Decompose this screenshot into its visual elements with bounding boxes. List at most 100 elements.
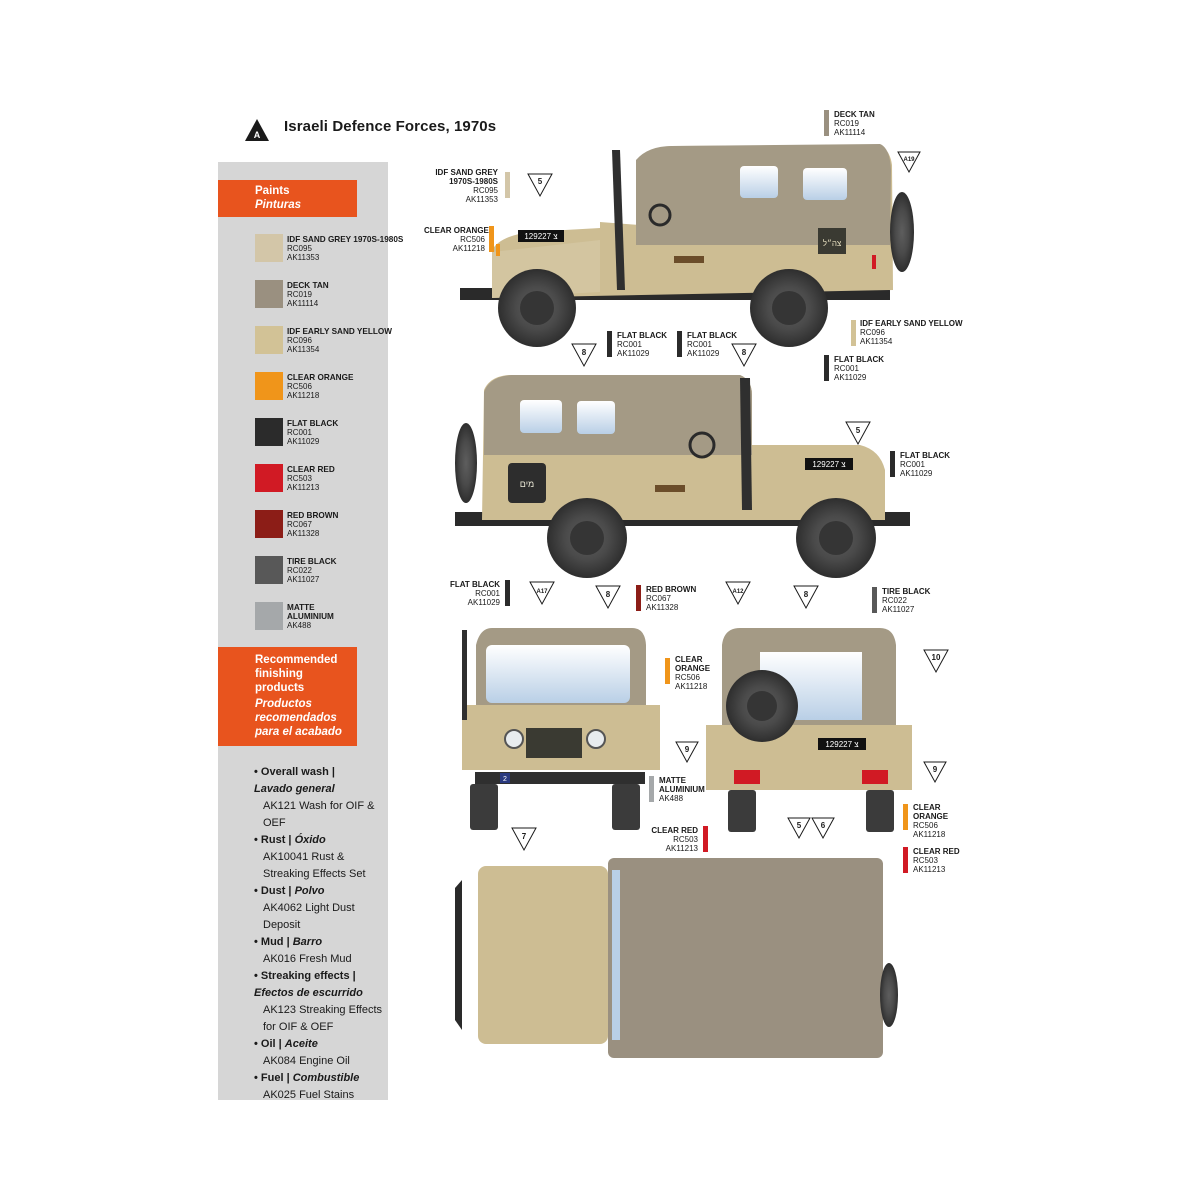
finishing-es: Óxido: [294, 834, 326, 846]
finishing-header: Recommended finishing products Productos…: [218, 647, 357, 746]
paint-code-ak: AK11354: [287, 345, 320, 354]
rear-view: 129227 צ: [706, 628, 912, 832]
finishing-product: AK084 Engine Oil: [263, 1055, 350, 1067]
finishing-en: Oil |: [260, 1038, 282, 1050]
bullet-icon: •: [254, 970, 261, 982]
front-view: 2: [462, 628, 660, 830]
paint-swatch: [255, 280, 283, 308]
marker-a17: A17: [529, 581, 555, 606]
bullet-icon: •: [254, 766, 261, 778]
bullet-icon: •: [254, 1072, 261, 1084]
paint-code-ak: AK11029: [287, 437, 320, 446]
finishing-es: Efectos de escurrido: [254, 987, 363, 999]
finishing-en: Streaking effects |: [260, 970, 356, 982]
jerrycan-text: מים: [520, 479, 534, 489]
side-view-right: צה״ל 129227 צ: [460, 144, 914, 347]
vehicle-illustrations: צה״ל 129227 צ מים 129227 צ: [455, 144, 949, 1058]
finishing-heading: • Oil | Aceite: [254, 1036, 384, 1053]
svg-text:9: 9: [685, 745, 690, 754]
bullet-icon: •: [254, 936, 261, 948]
front-number: 2: [503, 776, 507, 783]
callout-chip: [505, 580, 510, 606]
hood-marking: צה״ל: [823, 239, 842, 248]
svg-text:5: 5: [797, 821, 802, 830]
paint-code-rc: RC096: [287, 336, 312, 345]
paint-code-ak: AK11027: [287, 575, 320, 584]
finishing-product: AK10041 Rust & Streaking Effects Set: [263, 851, 366, 880]
paint-swatch: [255, 326, 283, 354]
finishing-en: Overall wash |: [260, 766, 335, 778]
badge-letter: A: [254, 130, 261, 140]
finishing-es: Combustible: [292, 1072, 360, 1084]
paint-name: FLAT BLACK: [287, 419, 339, 428]
finishing-en: Fuel |: [260, 1072, 290, 1084]
paint-name: TIRE BLACK: [287, 557, 337, 566]
marker-10: 10: [923, 649, 949, 674]
callout-chip: [872, 587, 877, 613]
svg-text:10: 10: [932, 653, 941, 662]
plate-rear: 129227 צ: [825, 740, 859, 749]
callout-chip: [607, 331, 612, 357]
paint-swatch: [255, 510, 283, 538]
svg-text:A19: A19: [903, 157, 915, 163]
callout-chip: [505, 172, 510, 198]
finishing-es: Aceite: [284, 1038, 318, 1050]
callout-chip: [903, 847, 908, 873]
marker-5-c: 5: [787, 817, 811, 840]
marker-8-c: 8: [595, 585, 621, 610]
paint-code-ak: AK11328: [287, 529, 320, 538]
finishing-heading: • Rust | Óxido: [254, 832, 384, 849]
paint-code-ak: AK11213: [287, 483, 320, 492]
marker-5-a: 5: [527, 173, 553, 198]
finishing-heading: • Streaking effects | Efectos de escurrid…: [254, 968, 384, 1002]
paint-code-rc: RC022: [287, 566, 312, 575]
finishing-en: Dust |: [260, 885, 292, 897]
plate-side-1: 129227 צ: [524, 232, 558, 241]
finishing-header-en: Recommended finishing products: [255, 654, 338, 694]
paint-name: CLEAR RED: [287, 465, 335, 474]
paint-swatch: [255, 418, 283, 446]
paint-code-ak: AK11114: [287, 299, 319, 308]
finishing-es: Lavado general: [254, 783, 335, 795]
svg-text:5: 5: [538, 177, 543, 186]
finishing-product: AK025 Fuel Stains: [263, 1089, 355, 1101]
marker-7: 7: [511, 827, 537, 852]
paint-swatch: [255, 602, 283, 630]
paint-name: CLEAR ORANGE: [287, 373, 354, 382]
paint-code-ak: AK11218: [287, 391, 320, 400]
svg-text:8: 8: [606, 590, 611, 599]
callout-chip: [851, 320, 856, 346]
bullet-icon: •: [254, 1038, 261, 1050]
callout-chip: [677, 331, 682, 357]
callout-chip: [649, 776, 654, 802]
finishing-heading: • Fuel | Combustible: [254, 1070, 384, 1087]
paint-code-rc: RC095: [287, 244, 312, 253]
paint-name: DECK TAN: [287, 281, 329, 290]
callout-chip: [903, 804, 908, 830]
callout-chip: [824, 355, 829, 381]
top-view: [455, 858, 898, 1058]
svg-text:8: 8: [804, 590, 809, 599]
paint-name: RED BROWN: [287, 511, 339, 520]
svg-text:A17: A17: [536, 589, 548, 595]
paint-swatch: [255, 234, 283, 262]
paint-code-ak: AK11353: [287, 253, 320, 262]
reference-markers: 5 A19 8 8 5 A17 8 A12 8 7 9 9 10 5 6: [511, 151, 949, 852]
page-title: Israeli Defence Forces, 1970s: [284, 118, 497, 135]
callout-chip: [703, 826, 708, 852]
callout-chip: [665, 658, 670, 684]
paint-code-rc: RC503: [287, 474, 312, 483]
callout-chip: [489, 226, 494, 252]
